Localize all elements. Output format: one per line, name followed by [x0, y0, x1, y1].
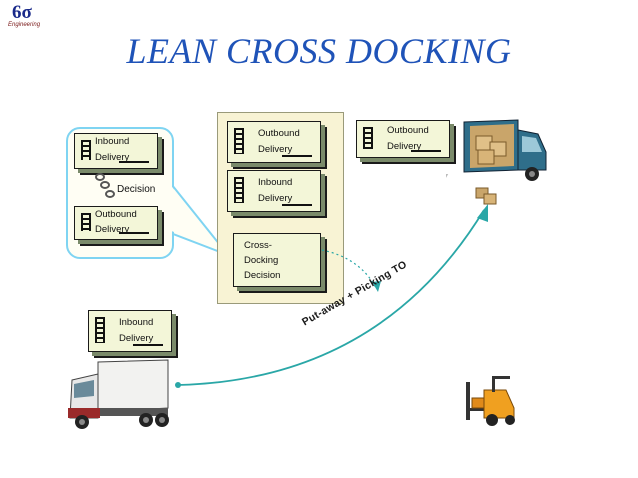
- outbound-delivery-doc: Outbound Delivery: [356, 120, 450, 158]
- doc-label: Cross-: [244, 240, 272, 251]
- outbound-truck-icon: [446, 119, 547, 205]
- doc-label: Delivery: [387, 141, 422, 152]
- callout-inbound-delivery-doc: Inbound Delivery: [74, 133, 158, 169]
- doc-label: Inbound: [258, 177, 293, 188]
- inbound-delivery-doc: Inbound Delivery: [88, 310, 172, 352]
- company-logo: 6σ: [12, 2, 32, 23]
- cross-docking-decision-doc: Cross- Docking Decision: [233, 233, 321, 287]
- panel-outbound-delivery-doc: Outbound Delivery: [227, 121, 321, 163]
- doc-label: Delivery: [258, 193, 293, 204]
- panel-inbound-delivery-doc: Inbound Delivery: [227, 170, 321, 212]
- inbound-truck-icon: [68, 359, 169, 429]
- chain-icon: [94, 172, 116, 205]
- doc-label: Delivery: [119, 333, 154, 344]
- doc-label: Docking: [244, 255, 279, 266]
- decision-label: Decision: [117, 184, 156, 195]
- doc-label: Delivery: [258, 144, 293, 155]
- doc-label: Delivery: [95, 152, 130, 163]
- doc-label: Inbound: [95, 136, 130, 147]
- forklift-icon: [466, 376, 515, 426]
- doc-label: Decision: [244, 270, 281, 281]
- doc-label: Outbound: [258, 128, 300, 139]
- doc-label: Delivery: [95, 224, 130, 235]
- doc-label: Outbound: [387, 125, 429, 136]
- company-logo-subtitle: Engineering: [8, 22, 41, 28]
- doc-label: Outbound: [95, 209, 137, 220]
- callout-outbound-delivery-doc: Outbound Delivery: [74, 206, 158, 240]
- doc-label: Inbound: [119, 317, 154, 328]
- slide-title: LEAN CROSS DOCKING: [126, 31, 512, 71]
